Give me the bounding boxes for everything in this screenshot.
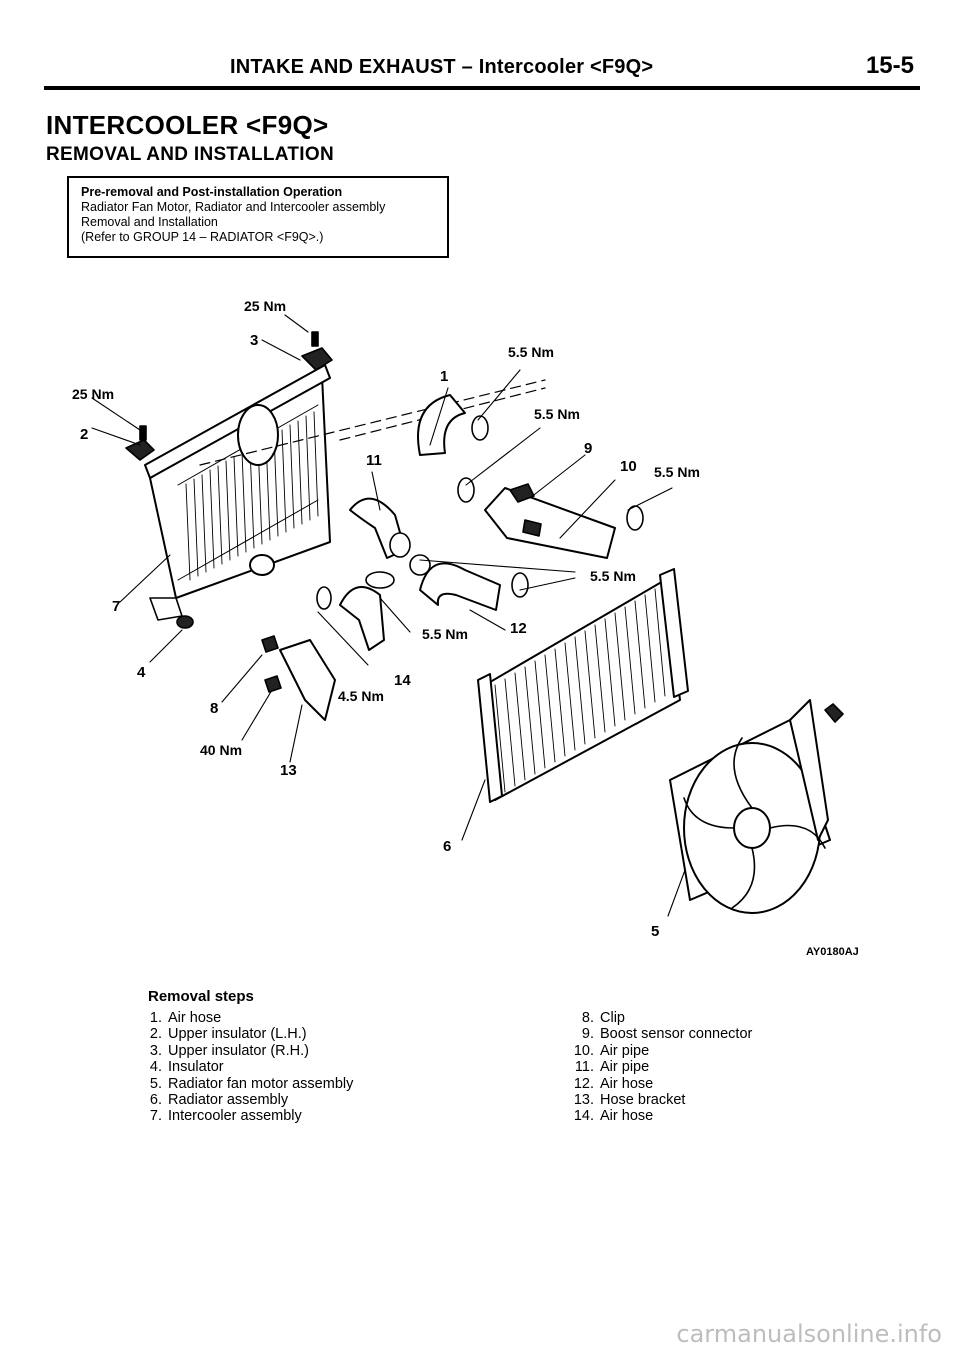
figure-code: AY0180AJ xyxy=(806,946,859,958)
torque-label: 4.5 Nm xyxy=(338,688,384,704)
list-item: 13.Hose bracket xyxy=(573,1092,686,1109)
note-line: (Refer to GROUP 14 – RADIATOR <F9Q>.) xyxy=(81,230,324,244)
callout-14: 14 xyxy=(394,672,411,689)
header-separator: – xyxy=(461,56,473,78)
note-line: Removal and Installation xyxy=(81,215,218,229)
list-item: 1.Air hose xyxy=(149,1010,222,1026)
list-item: 8.Clip xyxy=(581,1010,625,1026)
torque-label: 5.5 Nm xyxy=(590,568,636,584)
callout-8: 8 xyxy=(210,700,219,717)
radiator-drawing xyxy=(477,568,689,803)
callout-10: 10 xyxy=(620,458,637,475)
header-rule xyxy=(44,86,920,90)
header-subsection: Intercooler <F9Q> xyxy=(478,56,654,78)
callout-13: 13 xyxy=(280,762,297,779)
callout-7: 7 xyxy=(112,598,121,615)
callout-1: 1 xyxy=(440,368,449,385)
callout-9: 9 xyxy=(584,440,593,457)
exploded-diagram: 25 Nm 25 Nm 5.5 Nm 5.5 Nm 5.5 Nm 5.5 Nm … xyxy=(0,280,960,970)
list-item: 7.Intercooler assembly xyxy=(149,1108,302,1125)
torque-label: 5.5 Nm xyxy=(534,406,580,422)
page-title: INTERCOOLER <F9Q> xyxy=(46,110,329,140)
watermark: carmanualsonline.info xyxy=(676,1320,942,1348)
callout-11: 11 xyxy=(366,452,382,469)
callout-5: 5 xyxy=(651,923,660,940)
callout-4: 4 xyxy=(137,664,146,681)
torque-label: 5.5 Nm xyxy=(654,464,700,480)
torque-label: 25 Nm xyxy=(244,298,287,314)
header-title: INTAKE AND EXHAUST – Intercooler <F9Q> xyxy=(230,56,653,79)
torque-label: 5.5 Nm xyxy=(508,344,554,360)
torque-label: 40 Nm xyxy=(200,742,243,758)
list-item: 5.Radiator fan motor assembly xyxy=(149,1075,354,1092)
list-item: 9.Boost sensor connector xyxy=(581,1026,753,1043)
note-line: Radiator Fan Motor, Radiator and Interco… xyxy=(81,200,386,214)
list-item: 3.Upper insulator (R.H.) xyxy=(149,1042,310,1059)
note-box: Pre-removal and Post-installation Operat… xyxy=(67,176,449,258)
callout-2: 2 xyxy=(80,426,89,443)
torque-label: 5.5 Nm xyxy=(422,626,468,642)
header-section: INTAKE AND EXHAUST xyxy=(230,56,456,78)
list-item: 10.Air pipe xyxy=(573,1042,650,1059)
callout-12: 12 xyxy=(510,620,527,637)
callout-3: 3 xyxy=(250,332,259,349)
callout-6: 6 xyxy=(443,838,452,855)
removal-steps-title: Removal steps xyxy=(148,988,254,1005)
page-header: INTAKE AND EXHAUST – Intercooler <F9Q> 1… xyxy=(44,52,920,90)
list-item: 4.Insulator xyxy=(149,1059,224,1076)
diagram-drawing xyxy=(91,314,844,917)
list-item: 12.Air hose xyxy=(573,1075,654,1092)
removal-steps-right: 8.Clip 9.Boost sensor connector 10.Air p… xyxy=(572,1010,753,1125)
page-subtitle: REMOVAL AND INSTALLATION xyxy=(46,144,334,165)
list-item: 6.Radiator assembly xyxy=(149,1092,289,1109)
intercooler-core-drawing xyxy=(144,364,331,621)
note-heading: Pre-removal and Post-installation Operat… xyxy=(81,185,343,199)
list-item: 14.Air hose xyxy=(573,1108,654,1125)
removal-steps-left: 1.Air hose 2.Upper insulator (L.H.) 3.Up… xyxy=(140,1010,353,1125)
torque-label: 25 Nm xyxy=(72,386,115,402)
page-number: 15-5 xyxy=(865,52,914,79)
list-item: 2.Upper insulator (L.H.) xyxy=(149,1026,307,1043)
fan-shroud-drawing xyxy=(669,699,831,914)
list-item: 11.Air pipe xyxy=(574,1059,650,1076)
